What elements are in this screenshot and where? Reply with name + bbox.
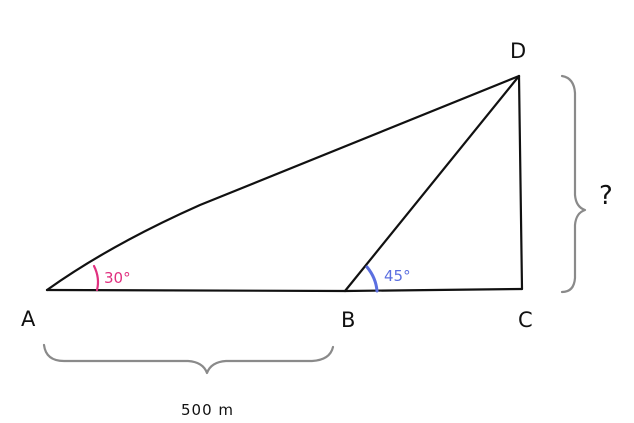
- unknown-height-label: ?: [599, 181, 613, 211]
- line-ac: [45, 287, 524, 293]
- triangle-lines: [45, 74, 524, 293]
- angle-arc-a: [92, 264, 100, 292]
- line-ad: [45, 74, 521, 292]
- line-dc: [517, 74, 524, 291]
- point-label-d: D: [510, 39, 526, 63]
- height-brace: [560, 74, 587, 294]
- angle-label-a: 30°: [104, 269, 131, 287]
- point-label-a: A: [21, 307, 36, 331]
- angle-label-b: 45°: [384, 267, 411, 285]
- distance-brace: [42, 343, 335, 375]
- point-label-b: B: [341, 308, 355, 332]
- angle-arc-b: [365, 265, 379, 293]
- line-bd: [343, 74, 521, 293]
- point-label-c: C: [518, 308, 533, 332]
- distance-label: 500 m: [181, 401, 234, 419]
